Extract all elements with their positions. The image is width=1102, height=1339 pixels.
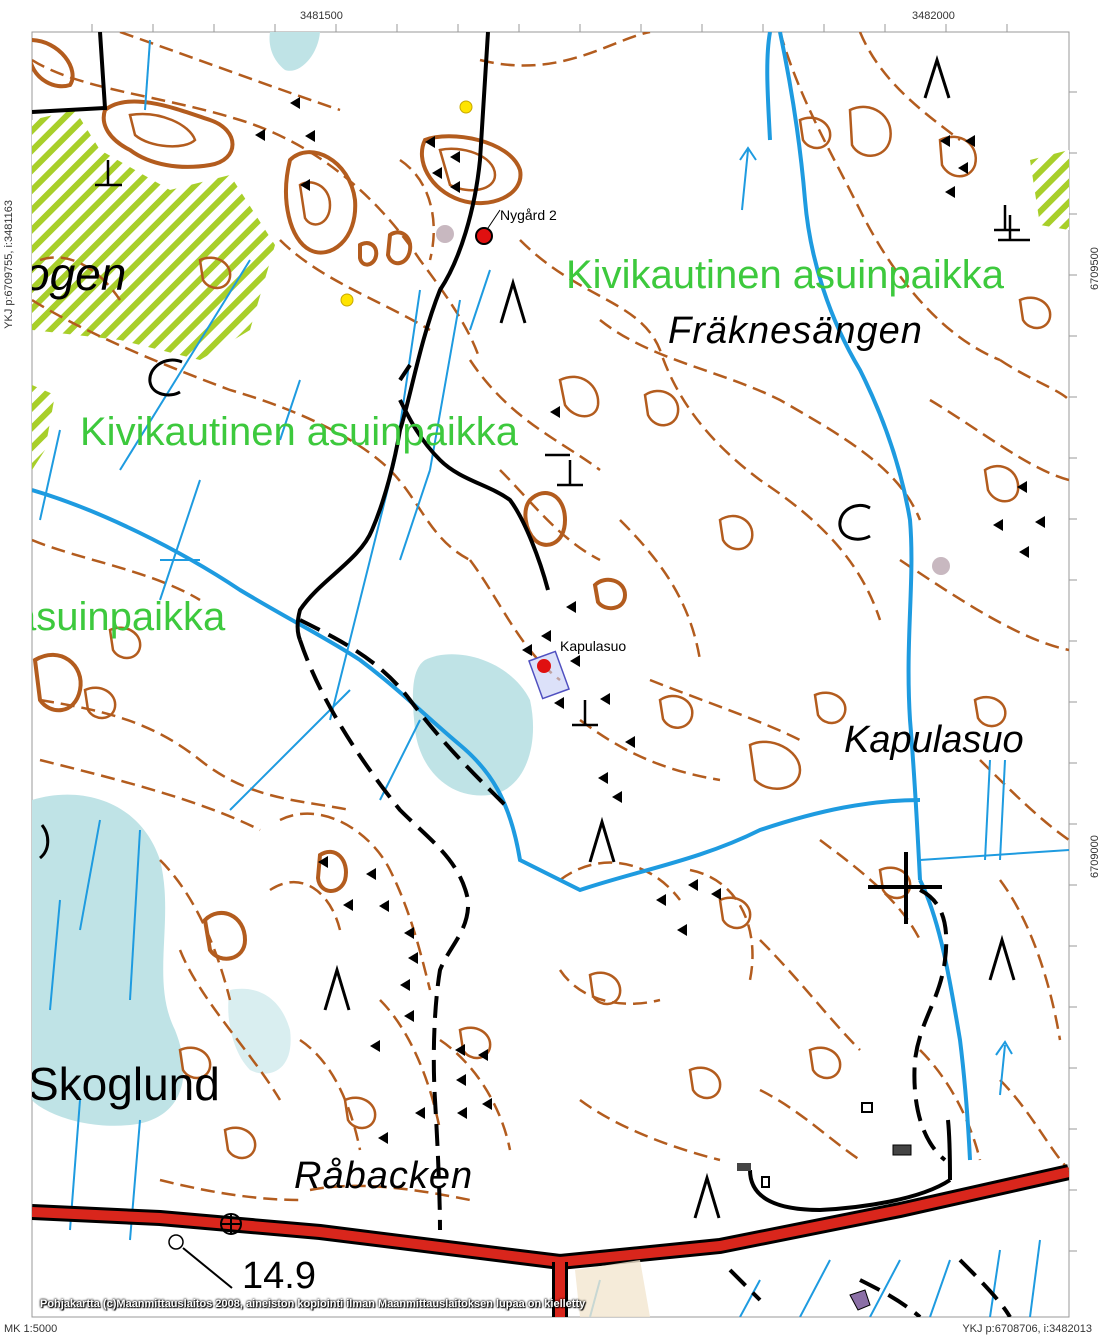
- marsh-area: [32, 794, 184, 1126]
- built-area: [575, 1260, 650, 1317]
- hill-contours: [32, 38, 628, 961]
- bottom-right-coordinate-label: YKJ p:6708706, i:3482013: [962, 1323, 1092, 1335]
- place-label-skoglund: Skoglund: [28, 1058, 220, 1110]
- place-label-kapulasuo: Kapulasuo: [844, 719, 1024, 761]
- open-land-marks: [323, 55, 1016, 1219]
- grey-point: [932, 557, 950, 575]
- inner-contours: [83, 105, 1052, 1160]
- copyright-notice: Pohjakartta (c)Maanmittauslaitos 2008, a…: [40, 1298, 586, 1310]
- place-label-fraknesangen: Fräknesängen: [668, 310, 923, 352]
- marsh-area: [228, 988, 291, 1074]
- pond: [412, 654, 534, 796]
- archaeological-site-point: [475, 227, 493, 245]
- hatched-area: [32, 385, 55, 470]
- grey-point: [436, 225, 454, 243]
- site-label-asuinpaikka: asuinpaikka: [14, 595, 226, 639]
- streams: [32, 32, 972, 1161]
- hatched-area: [1030, 150, 1069, 230]
- roads: [32, 32, 952, 1213]
- buildings: [737, 1102, 912, 1311]
- site-label-kivikautinen: Kivikautinen asuinpaikka: [566, 253, 1005, 297]
- yellow-point: [459, 100, 473, 114]
- slope-marks: [255, 97, 1045, 1144]
- archaeological-site-point: [537, 659, 551, 673]
- elevation-label: 14.9: [242, 1255, 316, 1297]
- boulder-marks: [38, 358, 871, 860]
- survey-point-marker: [868, 852, 942, 924]
- hatched-area: [32, 110, 275, 360]
- x-coordinate-label: 3482000: [912, 10, 955, 22]
- place-label-rabacken: Råbacken: [294, 1155, 473, 1197]
- place-label-kapulasuo-point: Kapulasuo: [560, 638, 626, 654]
- flow-arrows: [739, 146, 1013, 1096]
- contour-lines: [32, 32, 1069, 1202]
- tracks: [298, 618, 1012, 1317]
- yellow-point: [340, 293, 354, 307]
- scale-label: MK 1:5000: [4, 1323, 58, 1335]
- frame-ticks: [91, 24, 1077, 1252]
- site-label-kivikautinen: Kivikautinen asuinpaikka: [80, 410, 519, 454]
- pond: [269, 32, 320, 71]
- place-label-nygard: Nygård 2: [500, 207, 557, 223]
- place-label-ogen: ogen: [24, 248, 126, 300]
- x-coordinate-label: 3481500: [300, 10, 343, 22]
- t-marks: [95, 160, 1030, 727]
- benchmark-marker: [168, 1213, 242, 1289]
